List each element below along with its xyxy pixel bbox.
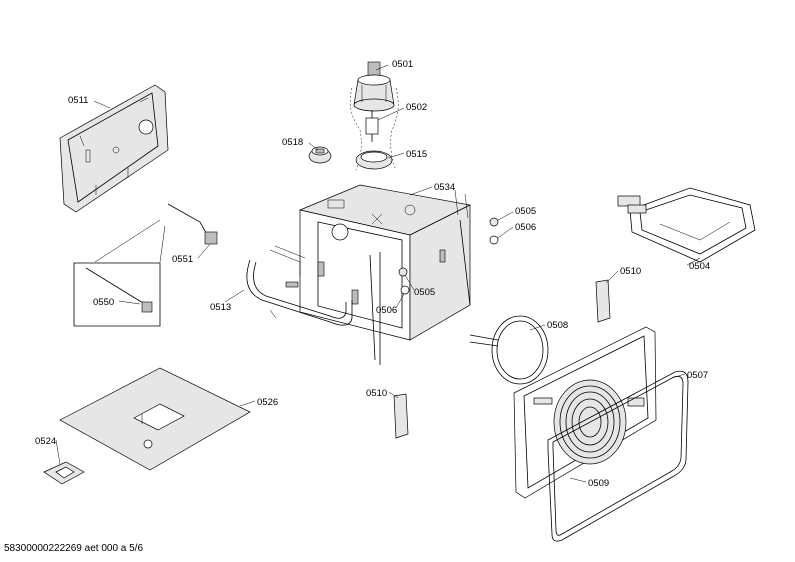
leader-lines [55, 64, 701, 483]
back-wall-drawing [513, 326, 657, 499]
part-label-0510-lower: 0510 [366, 388, 387, 399]
part-label-0524: 0524 [35, 436, 56, 447]
part-label-0510-upper: 0510 [620, 266, 641, 277]
cap-part-drawing [308, 146, 332, 164]
part-label-0534: 0534 [434, 182, 455, 193]
rail-clip-drawing [393, 279, 611, 439]
part-label-0511: 0511 [68, 95, 88, 106]
part-label-0506-center: 0506 [376, 305, 397, 316]
part-label-0550: 0550 [93, 297, 114, 308]
part-label-0501: 0501 [392, 59, 413, 70]
rear-panel-drawing [59, 84, 169, 213]
part-label-0513: 0513 [210, 302, 231, 313]
part-label-0505-right: 0505 [515, 206, 536, 217]
small-parts-drawing [398, 217, 499, 295]
part-label-0509: 0509 [588, 478, 609, 489]
part-labels: 0501 0502 0515 0518 0511 0534 0505 0506 … [35, 59, 710, 489]
part-label-0505-center: 0505 [414, 287, 435, 298]
part-label-0506-right: 0506 [515, 222, 536, 233]
ring-heater-drawing [469, 315, 549, 385]
bottom-heater-drawing [246, 245, 353, 326]
oven-cavity-drawing [298, 184, 472, 365]
part-label-0526: 0526 [257, 397, 278, 408]
part-label-0551: 0551 [172, 254, 193, 265]
fan-motor-drawing [350, 61, 399, 171]
top-grill-drawing [617, 187, 756, 263]
pad-part-drawing [43, 461, 85, 485]
part-label-0502: 0502 [406, 102, 427, 113]
insulation-mat-drawing [59, 367, 251, 471]
door-seal-drawing [547, 370, 689, 542]
part-label-0508: 0508 [547, 320, 568, 331]
part-label-0515: 0515 [406, 149, 427, 160]
part-label-0504: 0504 [689, 261, 710, 272]
part-label-0518: 0518 [282, 137, 303, 148]
part-label-0507: 0507 [687, 370, 708, 381]
document-reference-footer: 58300000222269 aet 000 a 5/6 [4, 543, 144, 554]
wiring-detail-drawing [73, 203, 218, 327]
